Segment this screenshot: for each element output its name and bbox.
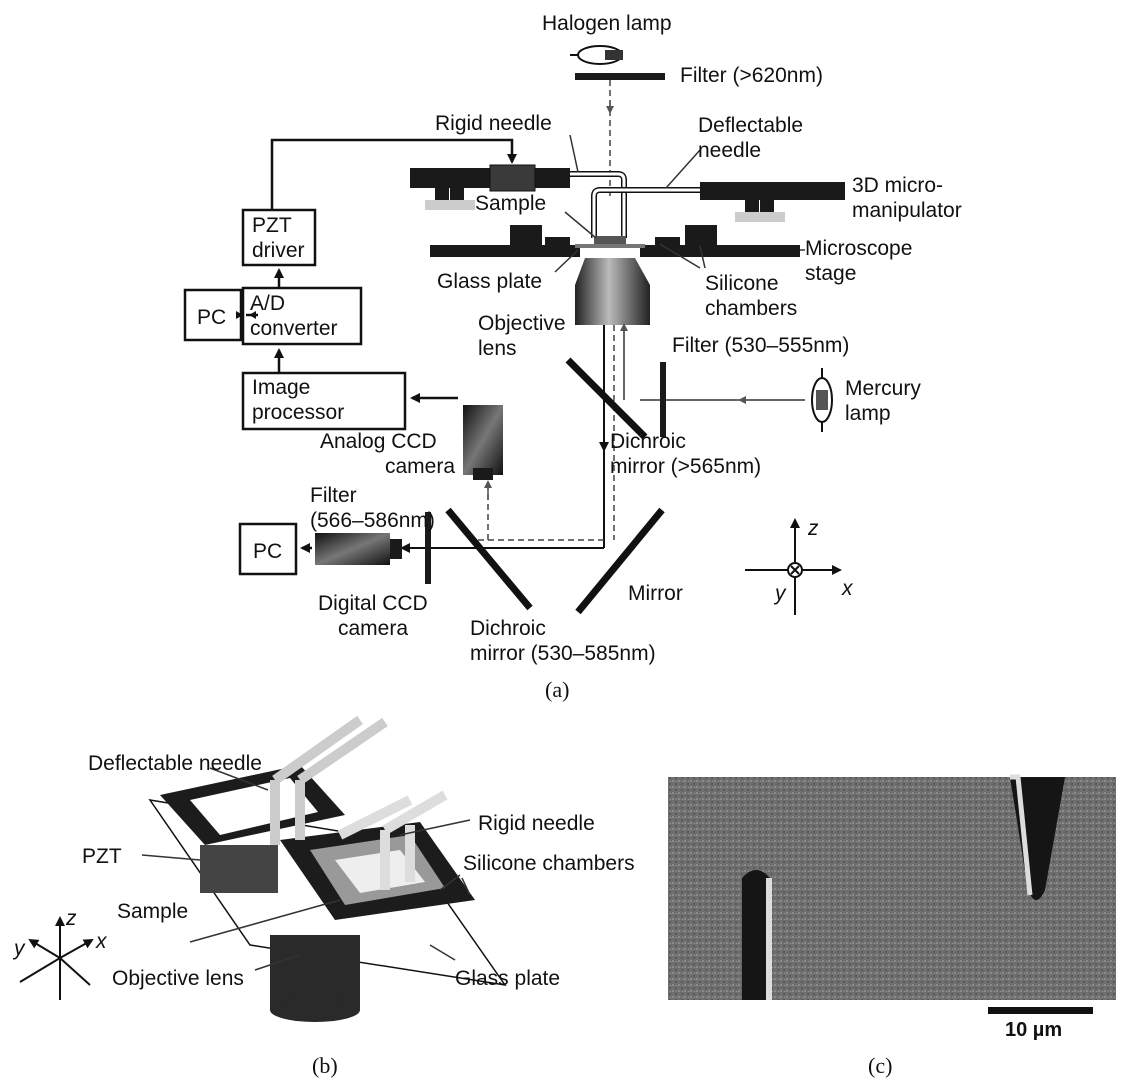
manipulator-label-1: 3D micro- [852,174,943,197]
panel-b: Deflectable needle Rigid needle PZT Sili… [12,720,635,1078]
microscope-stage-label-1: Microscope [805,237,912,260]
axis-x-label-a: x [841,577,854,600]
deflectable-needle-tip-c [742,878,770,1000]
dichroic-530-585-icon [448,510,530,608]
microscope-stage-label-2: stage [805,262,856,285]
dichroic-565-label-2: mirror (>565nm) [610,455,761,478]
dichroic-530-585-label-2: mirror (530–585nm) [470,642,656,665]
glass-plate-label: Glass plate [437,270,542,293]
filter-620-icon [575,73,665,80]
deflectable-needle-label-1: Deflectable [698,114,803,137]
pzt-driver-label-2: driver [252,239,305,262]
manipulator-icon [700,182,845,222]
dichroic-565-icon [568,360,645,437]
axis-z-label-a: z [807,517,819,540]
digital-ccd-label-1: Digital CCD [318,592,428,615]
mercury-lamp-label-1: Mercury [845,377,921,400]
halogen-lamp-label: Halogen lamp [542,12,672,35]
glass-plate-b-label: Glass plate [455,967,560,990]
objective-lens-label-1: Objective [478,312,566,335]
axes-indicator-b [20,918,92,1000]
axis-y-label-a: y [773,582,787,605]
caption-a: (a) [545,677,569,702]
mercury-lamp-label-2: lamp [845,402,891,425]
pc-top-label: PC [197,306,226,329]
rigid-needle-b-label: Rigid needle [478,812,595,835]
analog-ccd-label-1: Analog CCD [320,430,437,453]
sample-icon [594,236,626,244]
silicone-chambers-b-label: Silicone chambers [463,852,635,875]
pzt-driver-label-1: PZT [252,214,292,237]
axes-indicator-a [745,520,840,615]
image-processor-label-2: processor [252,401,344,424]
filter-620-label: Filter (>620nm) [680,64,823,87]
mirror-label: Mirror [628,582,683,605]
filter-566-586-label-1: Filter [310,484,357,507]
analog-ccd-camera-icon [463,405,503,480]
deflectable-needle-icon [594,190,700,238]
deflectable-needle-label-2: needle [698,139,761,162]
analog-ccd-label-2: camera [385,455,455,478]
objective-lens-icon [575,258,650,325]
scale-bar-label: 10 µm [1005,1019,1062,1041]
pzt-block-b [200,845,278,893]
scale-bar [988,1007,1093,1014]
panel-a: Halogen lamp Filter (>620nm) [185,12,962,702]
deflectable-needle-b-label: Deflectable needle [88,752,262,775]
ad-converter-label-2: converter [250,317,338,340]
axis-x-label-b: x [95,930,108,953]
objective-lens-label-2: lens [478,337,517,360]
axis-z-label-b: z [65,907,77,930]
digital-ccd-camera-icon [315,533,402,565]
filter-530-555-icon [660,362,666,437]
caption-c: (c) [868,1053,892,1078]
sample-b-label: Sample [117,900,188,923]
panel-c: 10 µm (c) [668,777,1116,1078]
filter-566-586-label-2: (566–586nm) [310,509,435,532]
silicone-chambers-label-2: chambers [705,297,797,320]
manipulator-label-2: manipulator [852,199,962,222]
dichroic-565-label-1: Dichroic [610,430,686,453]
sample-label: Sample [475,192,546,215]
objective-lens-b-label: Objective lens [112,967,244,990]
filter-530-555-label: Filter (530–555nm) [672,334,849,357]
caption-b: (b) [312,1053,338,1078]
mercury-lamp-icon [812,368,832,432]
digital-ccd-label-2: camera [338,617,408,640]
halogen-lamp-icon [570,46,623,64]
pc-bottom-label: PC [253,540,282,563]
axis-y-label-b: y [12,937,26,960]
rigid-needle-label: Rigid needle [435,112,552,135]
dichroic-530-585-label-1: Dichroic [470,617,546,640]
pzt-b-label: PZT [82,845,122,868]
image-processor-label-1: Image [252,376,310,399]
silicone-chambers-label-1: Silicone [705,272,779,295]
